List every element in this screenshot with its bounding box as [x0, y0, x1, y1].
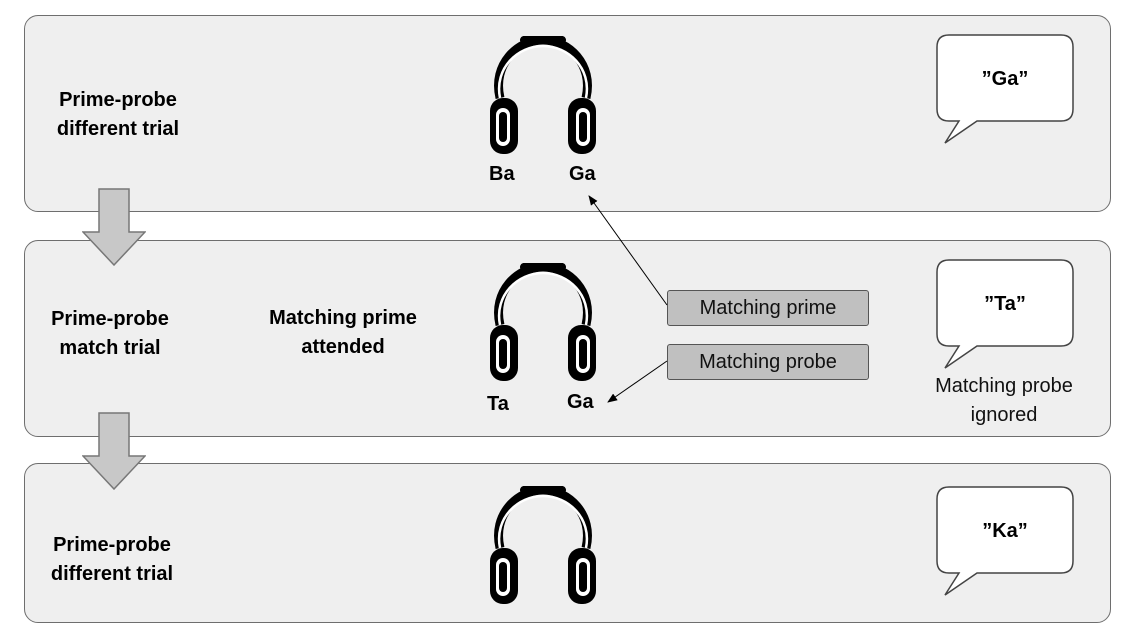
left-ear-sound-1: Ba	[489, 163, 515, 185]
response-3: ”Ka”	[982, 520, 1028, 542]
headphones-icon	[478, 263, 608, 383]
matching-probe-tag: Matching probe	[667, 344, 869, 380]
down-arrow-icon	[82, 188, 146, 266]
matching-prime-tag: Matching prime	[667, 290, 869, 326]
ignored-note: Matching probe ignored	[935, 375, 1073, 426]
left-ear-sound-2: Ta	[487, 393, 509, 415]
headphones-icon	[478, 486, 608, 606]
headphones-icon	[478, 36, 608, 156]
trial-label-3: Prime-probe different trial	[50, 534, 174, 585]
response-2: ”Ta”	[984, 293, 1026, 315]
right-ear-sound-1: Ga	[569, 163, 596, 185]
middle-label-2: Matching prime attended	[269, 307, 417, 358]
response-1: ”Ga”	[981, 68, 1029, 90]
right-ear-sound-2: Ga	[567, 391, 594, 413]
trial-label-1: Prime-probe different trial	[56, 89, 180, 140]
down-arrow-icon	[82, 412, 146, 490]
trial-label-2: Prime-probe match trial	[51, 308, 169, 359]
